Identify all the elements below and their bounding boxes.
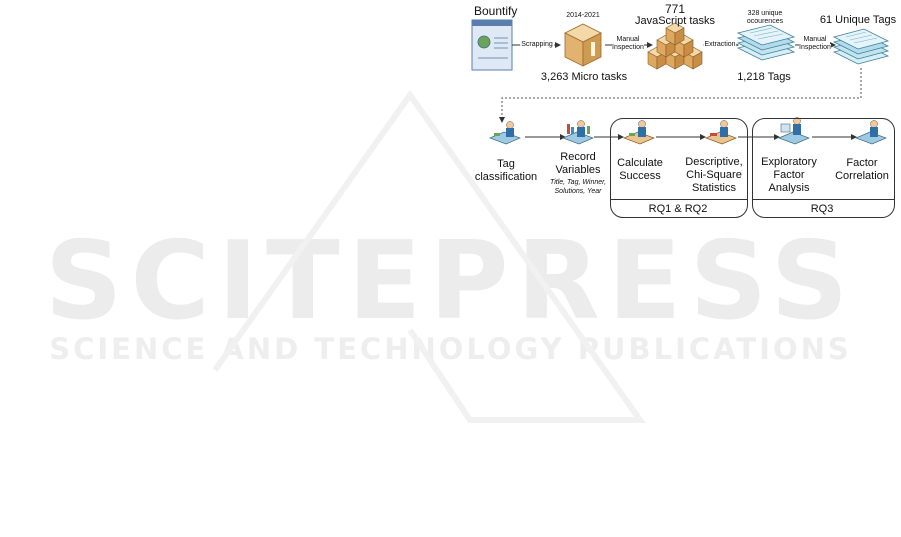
connector-dotted bbox=[499, 68, 862, 123]
tasks-count: 771 bbox=[664, 2, 686, 16]
webpage-icon bbox=[471, 19, 513, 71]
step-efa-line3: Analysis bbox=[768, 182, 810, 194]
step-record-detail2: Solutions, Year bbox=[554, 188, 602, 195]
document-stack-icon bbox=[736, 24, 796, 61]
edge-manual-2a: Manual bbox=[803, 36, 827, 43]
source-years: 2014-2021 bbox=[566, 12, 600, 19]
step-desc-line3: Statistics bbox=[691, 182, 737, 194]
edge-scrapping: Scrapping bbox=[520, 41, 554, 48]
group-rq12-divider bbox=[611, 199, 747, 200]
watermark-subtitle: SCIENCE AND TECHNOLOGY PUBLICATIONS bbox=[49, 332, 852, 366]
step-record-detail1: Title, Tag, Winner, bbox=[549, 179, 607, 186]
step-corr-line2: Correlation bbox=[835, 170, 889, 182]
person-desk-icon-corr bbox=[855, 120, 887, 145]
step-calc-line1: Calculate bbox=[617, 157, 663, 169]
source-name: Bountify bbox=[474, 4, 518, 18]
step-record-line1: Record bbox=[560, 151, 596, 163]
step-efa-line1: Exploratory bbox=[761, 156, 817, 168]
step-calc-line2: Success bbox=[619, 170, 661, 182]
step-tag-line1: Tag bbox=[497, 158, 515, 170]
watermark-shape bbox=[212, 89, 646, 423]
person-desk-icon-desc bbox=[705, 120, 737, 145]
group-rq3-label: RQ3 bbox=[810, 203, 834, 215]
tags-occurrences-2: ocourences bbox=[746, 18, 784, 25]
group-rq12 bbox=[610, 118, 748, 218]
edge-manual-1b: Inspection bbox=[612, 44, 644, 51]
person-desk-icon-tag bbox=[489, 121, 521, 145]
person-desk-icon-record bbox=[562, 120, 594, 145]
group-rq12-label: RQ1 & RQ2 bbox=[648, 203, 708, 215]
step-desc-line1: Descriptive, bbox=[685, 156, 743, 168]
edge-manual-1a: Manual bbox=[616, 36, 640, 43]
person-desk-icon-calc bbox=[623, 120, 655, 145]
edge-manual-2b: Inspection bbox=[799, 44, 831, 51]
document-stack-icon-2 bbox=[832, 28, 890, 65]
tags-occurrences: 328 unique bbox=[747, 10, 783, 17]
unique-tags-label: 61 Unique Tags bbox=[819, 14, 897, 26]
watermark-title: SCITEPRESS bbox=[44, 219, 857, 344]
step-desc-line2: Chi-Square bbox=[686, 169, 742, 181]
person-computer-icon-efa bbox=[778, 117, 810, 145]
step-tag-line2: classification bbox=[474, 171, 538, 183]
tags-count: 1,218 Tags bbox=[737, 71, 791, 83]
step-record-line2: Variables bbox=[555, 164, 601, 176]
edge-extraction: Extraction bbox=[703, 41, 737, 48]
group-rq3 bbox=[752, 118, 895, 218]
tasks-label: JavaScript tasks bbox=[634, 15, 716, 27]
source-count: 3,263 Micro tasks bbox=[540, 71, 628, 83]
step-efa-line2: Factor bbox=[773, 169, 805, 181]
stacked-boxes-icon bbox=[647, 22, 703, 70]
group-rq3-divider bbox=[753, 199, 894, 200]
box-icon bbox=[564, 23, 602, 67]
step-corr-line1: Factor bbox=[846, 157, 878, 169]
